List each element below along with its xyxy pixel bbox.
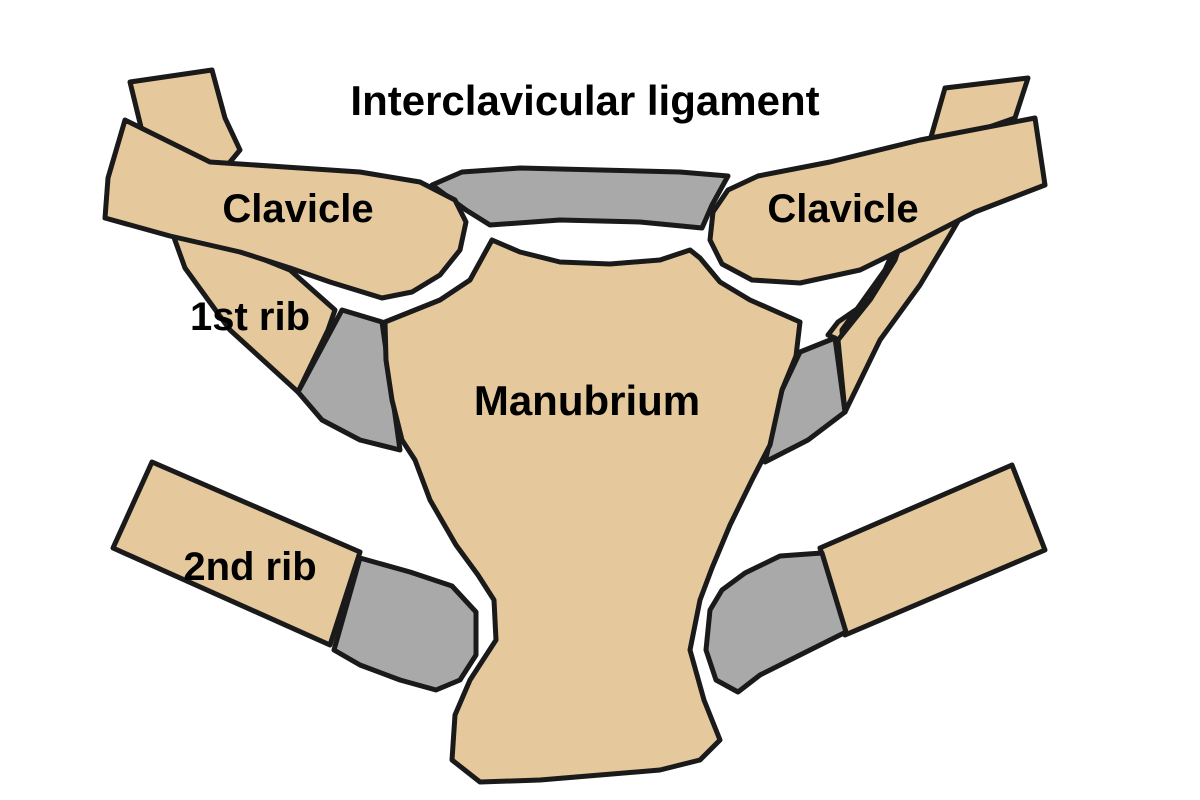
right-second-costal-cartilage [703, 550, 849, 695]
manubrium [382, 237, 803, 785]
left-first-costal-cartilage [295, 307, 403, 453]
right-clavicle-label: Clavicle [767, 187, 918, 231]
right-second-rib [817, 462, 1048, 638]
left-clavicle [102, 117, 469, 301]
left-second-costal-cartilage [331, 555, 479, 693]
first-rib-label: 1st rib [190, 295, 310, 339]
interclavicular-ligament-label: Interclavicular ligament [350, 77, 819, 124]
left-second-rib [110, 459, 363, 648]
interclavicular-ligament [429, 165, 731, 231]
left-clavicle-label: Clavicle [222, 187, 373, 231]
second-rib-label: 2nd rib [183, 545, 316, 589]
manubrium-label: Manubrium [474, 377, 700, 424]
right-clavicle [707, 115, 1048, 286]
